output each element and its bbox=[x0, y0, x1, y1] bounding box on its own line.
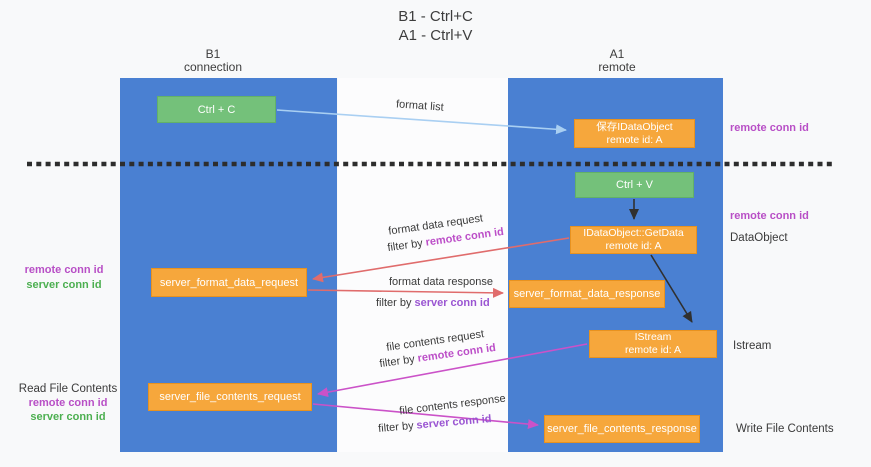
server-format-data-response-label: server_format_data_response bbox=[513, 288, 661, 300]
idataobject-getdata-line2: remote id: A bbox=[605, 240, 662, 252]
format-data-response-edge-label: format data response bbox=[389, 276, 493, 288]
title-line-1: B1 - Ctrl+C bbox=[398, 8, 473, 25]
diagram-title: B1 - Ctrl+C A1 - Ctrl+V bbox=[0, 7, 871, 45]
read-file-contents-annotation: Read File Contents bbox=[18, 383, 118, 395]
server-conn-id-key: server conn id bbox=[414, 297, 490, 309]
idataobject-getdata-node: IDataObject::GetData remote id: A bbox=[570, 226, 697, 254]
title-line-2: A1 - Ctrl+V bbox=[398, 27, 473, 44]
lane-b1-subtitle: connection bbox=[183, 60, 243, 74]
write-file-contents-annotation: Write File Contents bbox=[736, 423, 834, 435]
server-format-data-request-node: server_format_data_request bbox=[151, 268, 307, 297]
left-conn-id-annotation-block: remote conn id server conn id bbox=[16, 263, 112, 293]
remote-conn-id-annotation-top: remote conn id bbox=[730, 122, 809, 134]
lane-header-a1: A1 remote bbox=[547, 48, 687, 74]
remote-conn-id-annotation-mid: remote conn id bbox=[730, 210, 809, 222]
server-file-contents-response-node: server_file_contents_response bbox=[544, 415, 700, 443]
dataobject-annotation: DataObject bbox=[730, 232, 788, 244]
server-file-contents-request-node: server_file_contents_request bbox=[148, 383, 312, 411]
read-file-annotation-block: Read File Contents remote conn id server… bbox=[16, 382, 120, 424]
idataobject-getdata-line1: IDataObject::GetData bbox=[583, 227, 684, 239]
istream-line1: IStream bbox=[634, 331, 672, 343]
lane-b1-name: B1 bbox=[205, 47, 221, 61]
ctrl-v-label: Ctrl + V bbox=[616, 179, 653, 191]
server-file-contents-response-label: server_file_contents_response bbox=[547, 423, 697, 435]
remote-conn-id-annotation-left: remote conn id bbox=[24, 264, 104, 276]
istream-line2: remote id: A bbox=[624, 344, 682, 356]
server-conn-id-annotation-left: server conn id bbox=[26, 279, 102, 291]
lane-a1-subtitle: remote bbox=[598, 60, 636, 74]
filter-by-text: filter by bbox=[376, 297, 412, 309]
ctrl-c-label: Ctrl + C bbox=[197, 103, 236, 116]
lane-a1-name: A1 bbox=[609, 47, 625, 61]
istream-node: IStream remote id: A bbox=[589, 330, 717, 358]
server-file-contents-request-label: server_file_contents_request bbox=[159, 391, 301, 403]
lane-header-b1: B1 connection bbox=[143, 48, 283, 74]
server-format-data-request-label: server_format_data_request bbox=[159, 276, 299, 289]
save-idataobject-node: 保存IDataObject remote id: A bbox=[574, 119, 695, 148]
ctrl-v-node: Ctrl + V bbox=[575, 172, 694, 198]
server-format-data-response-node: server_format_data_response bbox=[509, 280, 665, 308]
istream-annotation: Istream bbox=[733, 340, 772, 352]
save-idataobject-line1: 保存IDataObject bbox=[596, 120, 673, 133]
remote-conn-id-annotation-bottom: remote conn id bbox=[28, 397, 108, 409]
server-conn-id-annotation-bottom: server conn id bbox=[30, 411, 106, 423]
save-idataobject-line2: remote id: A bbox=[606, 133, 663, 146]
ctrl-c-node: Ctrl + C bbox=[157, 96, 276, 123]
